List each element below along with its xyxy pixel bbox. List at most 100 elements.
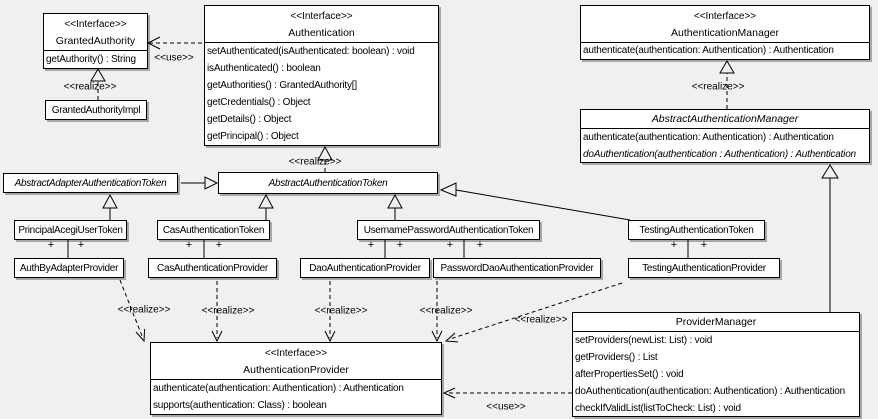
plus-mark: + <box>215 239 223 251</box>
plus-mark: + <box>185 239 193 251</box>
realize-label: <<realize>> <box>117 304 171 316</box>
class-principal-acegi-user-token: PrincipalAcegiUserToken <box>14 220 127 240</box>
class-granted-authority: <<Interface>> GrantedAuthority getAuthor… <box>43 13 148 69</box>
class-testing-authentication-provider: TestingAuthenticationProvider <box>628 258 780 278</box>
class-authentication-provider: <<Interface>> AuthenticationProvider aut… <box>150 342 442 415</box>
class-granted-authority-impl: GrantedAuthorityImpl <box>45 100 147 120</box>
method: getPrincipal() : Object <box>207 131 299 143</box>
realize-label: <<realize>> <box>691 81 745 93</box>
realize-label: <<realize>> <box>314 305 368 317</box>
use-arrowhead <box>146 36 161 50</box>
class-authentication: <<Interface>> Authentication setAuthenti… <box>204 5 439 146</box>
class-dao-authentication-provider: DaoAuthenticationProvider <box>300 258 430 278</box>
plus-mark: + <box>396 239 404 251</box>
class-name: AbstractAuthenticationManager <box>651 113 799 125</box>
realize-label: <<realize>> <box>63 81 117 93</box>
class-name: AbstractAdapterAuthenticationToken <box>14 177 167 189</box>
interface-stereotype: <<Interface>> <box>290 11 353 22</box>
class-name: PrincipalAcegiUserToken <box>18 224 123 236</box>
class-header: <<Interface>> AuthenticationProvider <box>151 343 441 379</box>
interface-stereotype: <<Interface>> <box>693 11 757 22</box>
class-name: Authentication <box>288 27 355 39</box>
generalization-triangle <box>439 182 457 197</box>
class-cas-authentication-provider: CasAuthenticationProvider <box>148 258 277 278</box>
class-username-password-authentication-token: UsernamePasswordAuthenticationToken <box>357 220 540 240</box>
method: checkIfValidList(listToCheck: List) : vo… <box>575 403 741 415</box>
class-header: AbstractAuthenticationManager <box>581 110 869 128</box>
class-name: CasAuthenticationProvider <box>157 262 268 274</box>
realize-arrowhead <box>135 328 146 343</box>
class-name: CasAuthenticationToken <box>162 224 265 236</box>
method: getProviders() : List <box>575 352 658 364</box>
generalization-triangle <box>204 176 219 190</box>
class-name: UsernamePasswordAuthenticationToken <box>363 224 534 236</box>
class-name: AuthenticationManager <box>671 27 779 39</box>
method: setAuthenticated(isAuthenticated: boolea… <box>207 46 415 57</box>
realize-line <box>449 282 623 340</box>
class-name: AuthByAdapterProvider <box>19 262 119 274</box>
plus-mark: + <box>476 239 484 251</box>
generalization-triangle <box>821 164 839 179</box>
class-name: TestingAuthenticationProvider <box>642 262 766 274</box>
method: supports(authentication: Class) : boolea… <box>153 400 327 412</box>
method: getAuthority() : String <box>46 54 136 65</box>
plus-mark: + <box>47 239 55 251</box>
plus-mark: + <box>367 239 375 251</box>
method: authenticate(authentication: Authenticat… <box>153 383 404 394</box>
method: authenticate(authentication: Authenticat… <box>583 132 834 143</box>
class-auth-by-adapter-provider: AuthByAdapterProvider <box>14 258 124 278</box>
realize-label: <<realize>> <box>419 305 473 317</box>
realize-label: <<realize>> <box>201 305 255 317</box>
interface-stereotype: <<Interface>> <box>264 348 328 359</box>
generalization-triangle <box>102 193 118 209</box>
realize-label: <<realize>> <box>514 314 568 326</box>
plus-mark: + <box>446 239 454 251</box>
realize-arrowhead <box>211 330 223 343</box>
generalization-line <box>455 189 631 221</box>
class-header: <<Interface>> AuthenticationManager <box>581 6 869 42</box>
generalization-triangle <box>387 193 403 209</box>
class-name: TestingAuthenticationToken <box>639 224 754 236</box>
interface-stereotype: <<Interface>> <box>64 19 127 30</box>
class-abstract-authentication-token: AbstractAuthenticationToken <box>218 172 438 194</box>
class-header: ProviderManager <box>573 313 859 331</box>
method: afterPropertiesSet() : void <box>575 369 684 381</box>
method: getDetails() : Object <box>207 114 292 126</box>
class-cas-authentication-token: CasAuthenticationToken <box>157 220 270 240</box>
method: setProviders(newList: List) : void <box>575 335 713 346</box>
realize-triangle <box>317 145 333 161</box>
class-name: AbstractAuthenticationToken <box>268 177 388 189</box>
plus-mark: + <box>700 239 708 251</box>
method: isAuthenticated() : boolean <box>207 63 321 75</box>
realize-triangle <box>90 68 106 82</box>
plus-mark: + <box>77 239 85 251</box>
realize-triangle <box>719 60 735 74</box>
class-name: DaoAuthenticationProvider <box>309 262 421 274</box>
method: doAuthentication(authentication: Authent… <box>575 386 845 398</box>
class-abstract-adapter-authentication-token: AbstractAdapterAuthenticationToken <box>3 173 178 193</box>
use-label: <<use>> <box>486 401 526 413</box>
class-header: <<Interface>> GrantedAuthority <box>44 14 147 50</box>
method: doAuthentication(authentication : Authen… <box>583 149 856 161</box>
plus-mark: + <box>670 239 678 251</box>
method: authenticate(authentication: Authenticat… <box>583 45 834 56</box>
class-name: GrantedAuthority <box>55 35 136 47</box>
class-abstract-authentication-manager: AbstractAuthenticationManager authentica… <box>580 109 870 163</box>
class-provider-manager: ProviderManager setProviders(newList: Li… <box>572 312 860 417</box>
realize-label: <<realize>> <box>288 156 342 168</box>
class-name: AuthenticationProvider <box>243 364 349 376</box>
use-label: <<use>> <box>154 52 194 64</box>
class-testing-authentication-token: TestingAuthenticationToken <box>628 220 765 240</box>
realize-arrowhead <box>431 330 443 343</box>
class-password-dao-authentication-provider: PasswordDaoAuthenticationProvider <box>433 258 601 278</box>
method: getAuthorities() : GrantedAuthority[] <box>207 80 357 92</box>
method: getCredentials() : Object <box>207 97 311 109</box>
realize-arrowhead <box>324 330 336 343</box>
realize-line <box>119 279 143 337</box>
class-name: ProviderManager <box>675 316 757 328</box>
use-arrowhead <box>442 387 456 399</box>
class-authentication-manager: <<Interface>> AuthenticationManager auth… <box>580 5 870 60</box>
class-header: <<Interface>> Authentication <box>205 6 438 42</box>
